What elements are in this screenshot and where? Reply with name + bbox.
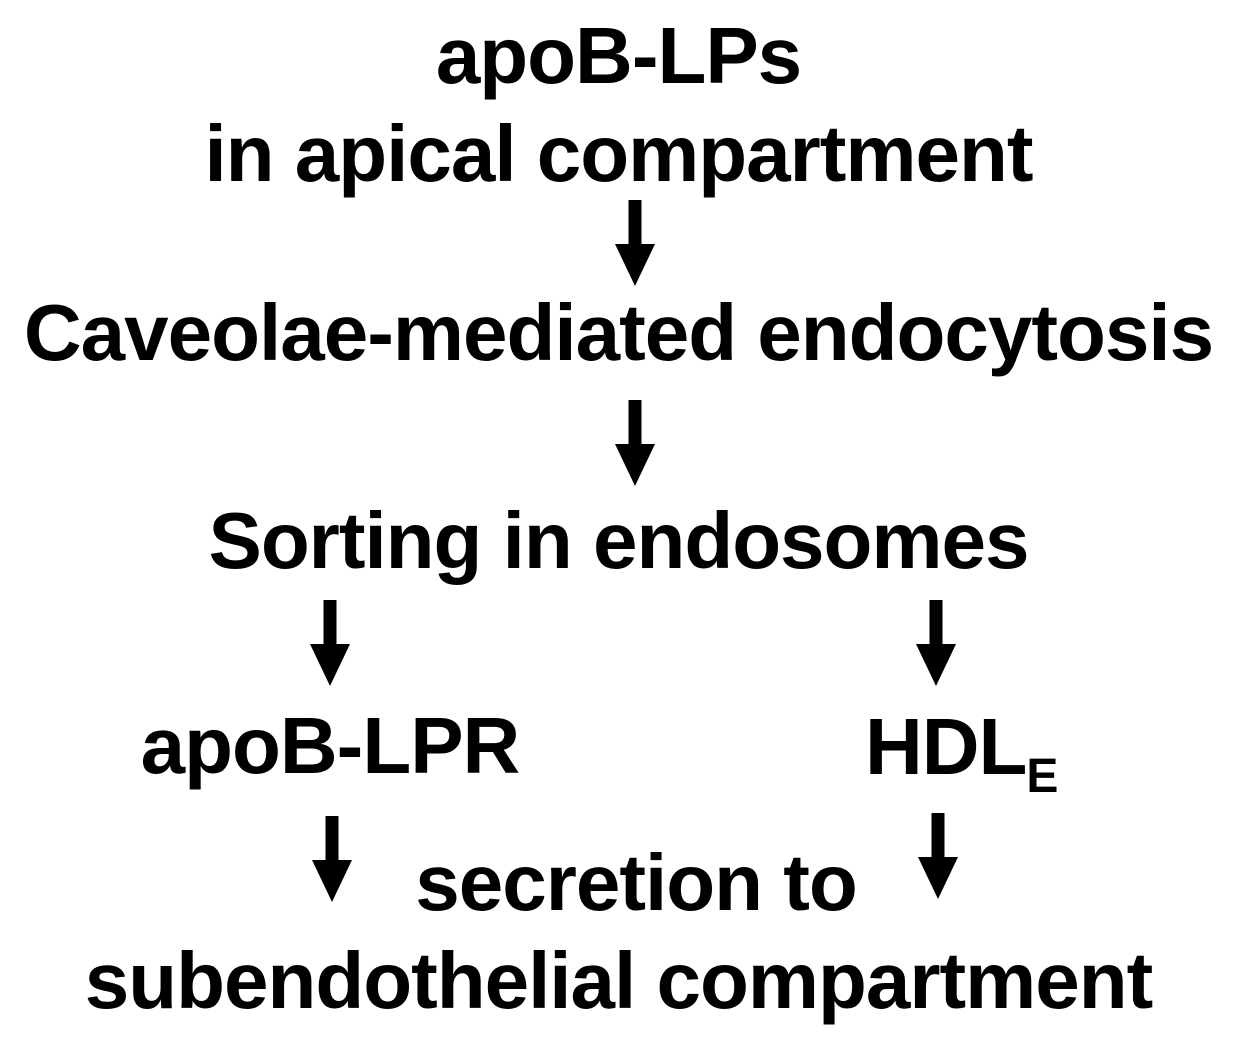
node-subendothelial-compartment: subendothelial compartment: [84, 936, 1153, 1025]
node-hdle-base: HDL: [865, 702, 1027, 791]
down-arrow-icon: [916, 813, 960, 899]
node-apob-lpr: apoB-LPR: [140, 701, 521, 790]
down-arrow-icon: [308, 600, 352, 686]
node-hdle: HDLE: [865, 707, 1058, 801]
node-caveolae-endocytosis: Caveolae-mediated endocytosis: [23, 288, 1214, 377]
down-arrow-icon: [613, 400, 657, 486]
down-arrow-icon: [914, 600, 958, 686]
node-sorting-endosomes: Sorting in endosomes: [208, 496, 1029, 585]
node-apob-lps-apical: apoB-LPs in apical compartment: [0, 7, 1237, 203]
node-hdle-subscript: E: [1026, 750, 1059, 803]
node-apob-lps-line2: in apical compartment: [204, 109, 1033, 198]
down-arrow-icon: [310, 816, 354, 902]
down-arrow-icon: [613, 200, 657, 286]
node-apob-lps-line1: apoB-LPs: [435, 11, 802, 100]
node-secretion-to: secretion to: [415, 838, 857, 927]
